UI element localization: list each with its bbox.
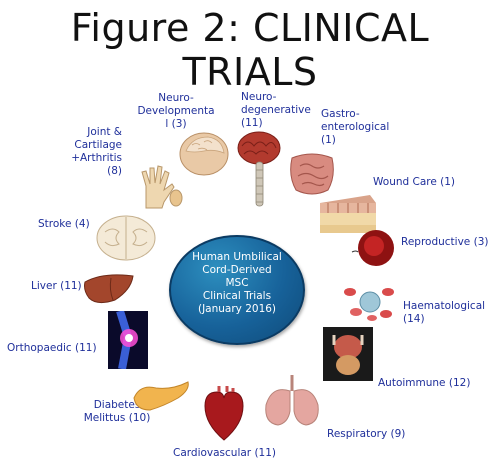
heart-icon <box>204 386 244 441</box>
label-diabetes: Diabetes Melittus (10) <box>83 399 151 424</box>
label-reproductive: Reproductive (3) <box>401 236 489 248</box>
center-text: Human Umbilical Cord-Derived MSC Clinica… <box>171 251 303 316</box>
center-line-3: MSC <box>225 277 249 289</box>
egg-cell-icon <box>351 230 394 266</box>
label-joint-cartilage: Joint & Cartilage +Arthritis (8) <box>71 126 122 177</box>
center-hub: Human Umbilical Cord-Derived MSC Clinica… <box>169 235 305 345</box>
label-respiratory: Respiratory (9) <box>327 428 406 440</box>
label-autoimmune: Autoimmune (12) <box>378 377 471 389</box>
label-orthopaedic: Orthopaedic (11) <box>7 342 97 354</box>
label-neurodevelopmental: Neuro- Developmenta l (3) <box>137 92 215 130</box>
label-liver: Liver (11) <box>31 280 82 292</box>
lungs-icon <box>265 375 319 426</box>
knee-icon <box>108 311 148 369</box>
label-gastroenterological: Gastro- enterological (1) <box>321 108 390 146</box>
center-line-2: Cord-Derived <box>202 264 272 276</box>
skin-layers-icon <box>320 195 376 233</box>
center-line-1: Human Umbilical <box>192 251 282 263</box>
label-cardiovascular: Cardiovascular (11) <box>173 447 277 459</box>
label-stroke: Stroke (4) <box>38 218 90 230</box>
label-haematological: Haematological (14) <box>403 300 486 325</box>
brain-section-icon <box>96 215 156 261</box>
blood-cells-icon <box>344 288 394 321</box>
center-line-5: (January 2016) <box>197 303 277 315</box>
label-wound-care: Wound Care (1) <box>373 176 456 188</box>
center-line-4: Clinical Trials <box>202 290 272 302</box>
label-neurodegenerative: Neuro- degenerative (11) <box>241 91 311 129</box>
pancreas-icon <box>133 381 189 411</box>
hand-joint-icon <box>141 165 183 209</box>
child-head-icon <box>179 132 229 176</box>
body-organs-icon <box>323 327 373 381</box>
liver-icon <box>84 274 134 304</box>
intestines-icon <box>290 153 334 195</box>
brain-spine-icon <box>237 131 281 207</box>
figure-title: Figure 2: CLINICAL TRIALS <box>70 6 430 94</box>
